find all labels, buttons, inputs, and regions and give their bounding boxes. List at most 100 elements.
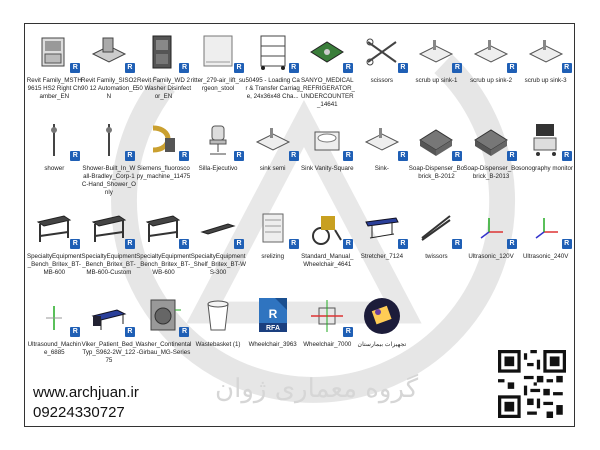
file-thumbnail: R <box>524 119 572 161</box>
file-thumbnail: R <box>32 119 81 161</box>
bench-icon <box>146 215 181 242</box>
axis-icon <box>480 218 504 239</box>
vanity-icon <box>314 131 340 151</box>
revit-badge-icon: R <box>397 63 408 73</box>
file-thumbnail: R <box>141 295 190 337</box>
file-label: ritter_279-air_lift_surgeon_stool <box>190 77 246 92</box>
monitor-icon <box>533 124 557 156</box>
file-label: Siemens_fluoroscopy_machine_11475 <box>136 165 191 180</box>
file-label: SpecialtyEquipment_Bench_Britex_BT-MB-60… <box>26 253 82 276</box>
file-label: shower <box>44 165 65 172</box>
file-item[interactable]: R Washer_Continental-Girbau_MG-Series <box>136 293 191 381</box>
revit-badge-icon: R <box>179 151 190 161</box>
file-label: Wheelchair_7000 <box>303 341 352 348</box>
stool-icon <box>203 35 233 67</box>
rfa-text: RFA <box>266 325 280 332</box>
file-label: Wheelchair_3963 <box>248 341 297 348</box>
file-thumbnail: R <box>196 207 245 249</box>
file-thumbnail: R <box>305 31 354 73</box>
bench-icon <box>37 215 72 242</box>
photo-icon <box>363 298 400 334</box>
file-thumbnail: R <box>360 119 408 161</box>
revit-badge-icon: R <box>561 239 572 249</box>
chair-icon <box>209 125 227 155</box>
file-thumbnail: R <box>32 207 81 249</box>
file-thumbnail: R <box>305 207 354 249</box>
file-thumbnail: R <box>251 207 299 249</box>
file-thumbnail <box>360 295 404 335</box>
sink-icon <box>473 40 509 63</box>
file-label: sonography monitor <box>518 165 573 172</box>
file-item[interactable]: تجهیزات بیمارستان <box>355 293 410 381</box>
sink-icon <box>528 40 563 63</box>
file-thumbnail: R <box>414 31 463 73</box>
file-thumbnail: R <box>469 119 518 161</box>
file-label: Ultrasound_Machine_6885 <box>27 341 81 356</box>
revit-badge-icon: R <box>561 151 572 161</box>
machine-icon <box>91 37 127 63</box>
revit-badge-icon: R <box>124 327 135 337</box>
file-item[interactable]: R Siemens_fluoroscopy_machine_11475 <box>136 117 191 205</box>
file-thumbnail: R <box>87 207 135 249</box>
file-label: تجهیزات بیمارستان <box>357 341 407 348</box>
file-item[interactable]: R SpecialtyEquipment_Bench_Britex_BT-MB-6… <box>27 205 82 293</box>
file-thumbnail: R <box>414 119 463 161</box>
file-label: Washer_Continental-Girbau_MG-Series <box>135 341 192 356</box>
file-label: SpecialtyEquipment_Bench_Britex_BT-WB-60… <box>136 253 191 276</box>
file-label: Soap-Dispenser_Bobrick_B-2012 <box>408 165 465 180</box>
file-label: Ultrasonic_240V <box>522 253 569 260</box>
file-label: Stretcher_7124 <box>360 253 404 260</box>
file-label: Revit Family_SISO290 12 Automation_EN <box>81 77 137 100</box>
scissors-icon <box>366 38 397 66</box>
revit-badge-icon: R <box>452 151 463 161</box>
file-item[interactable]: R SpecialtyEquipment_Bench_Britex_BT-WB-6… <box>136 205 191 293</box>
revit-badge-icon: R <box>179 239 190 249</box>
revit-badge-icon: R <box>561 63 572 73</box>
file-label: scrub up sink-3 <box>524 77 567 84</box>
file-item[interactable]: R Ultrasonic_240V <box>518 205 573 293</box>
axis-icon <box>535 218 558 239</box>
cabinet-icon <box>41 37 65 67</box>
file-label: twissors <box>425 253 448 260</box>
shower-icon <box>105 124 112 156</box>
revit-badge-icon: R <box>452 239 463 249</box>
file-label: 50495 - Loading Car & Transfer Carriage,… <box>245 77 300 100</box>
file-item[interactable]: R Soap-Dispenser_Bobrick_B-2012 <box>409 117 464 205</box>
website-url: www.archjuan.ir <box>33 384 139 401</box>
file-item[interactable]: Wastebasket (1) <box>191 293 246 381</box>
revit-badge-icon: R <box>343 239 354 249</box>
